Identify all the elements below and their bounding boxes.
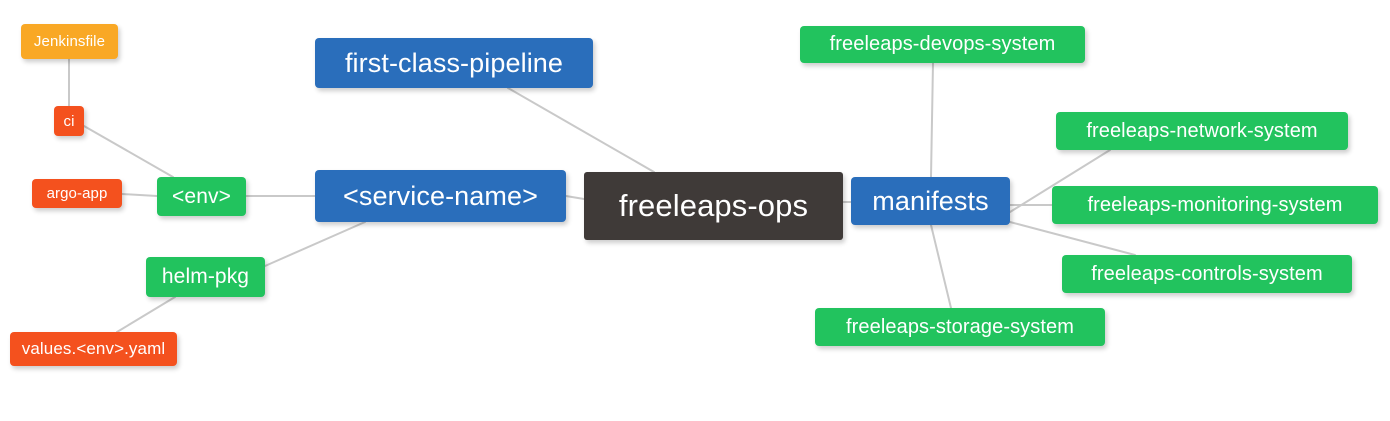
node-helm-pkg[interactable]: helm-pkg <box>146 257 265 297</box>
node-first-class-pipeline[interactable]: first-class-pipeline <box>315 38 593 88</box>
node-freeleaps-ops[interactable]: freeleaps-ops <box>584 172 843 240</box>
node-argo-app[interactable]: argo-app <box>32 179 122 208</box>
edge-manifests-devops <box>930 62 934 178</box>
edge-first-class-pipeline-freeleaps-ops <box>507 87 655 173</box>
edge-values-helm-pkg <box>116 296 176 333</box>
node-values-yaml[interactable]: values.<env>.yaml <box>10 332 177 366</box>
node-freeleaps-controls-system[interactable]: freeleaps-controls-system <box>1062 255 1352 293</box>
edge-helm-pkg-service-name <box>264 221 366 267</box>
node-env[interactable]: <env> <box>157 177 246 216</box>
node-ci[interactable]: ci <box>54 106 84 136</box>
node-jenkinsfile[interactable]: Jenkinsfile <box>21 24 118 59</box>
node-freeleaps-storage-system[interactable]: freeleaps-storage-system <box>815 308 1105 346</box>
node-freeleaps-devops-system[interactable]: freeleaps-devops-system <box>800 26 1085 63</box>
edge-argo-app-env <box>121 193 158 197</box>
edge-service-name-freeleaps-ops <box>565 195 585 200</box>
node-freeleaps-monitoring-system[interactable]: freeleaps-monitoring-system <box>1052 186 1378 224</box>
edge-ci-env <box>83 125 174 178</box>
edge-manifests-controls <box>1009 221 1136 256</box>
node-manifests[interactable]: manifests <box>851 177 1010 225</box>
node-service-name[interactable]: <service-name> <box>315 170 566 222</box>
edge-manifests-storage <box>930 224 952 309</box>
node-freeleaps-network-system[interactable]: freeleaps-network-system <box>1056 112 1348 150</box>
